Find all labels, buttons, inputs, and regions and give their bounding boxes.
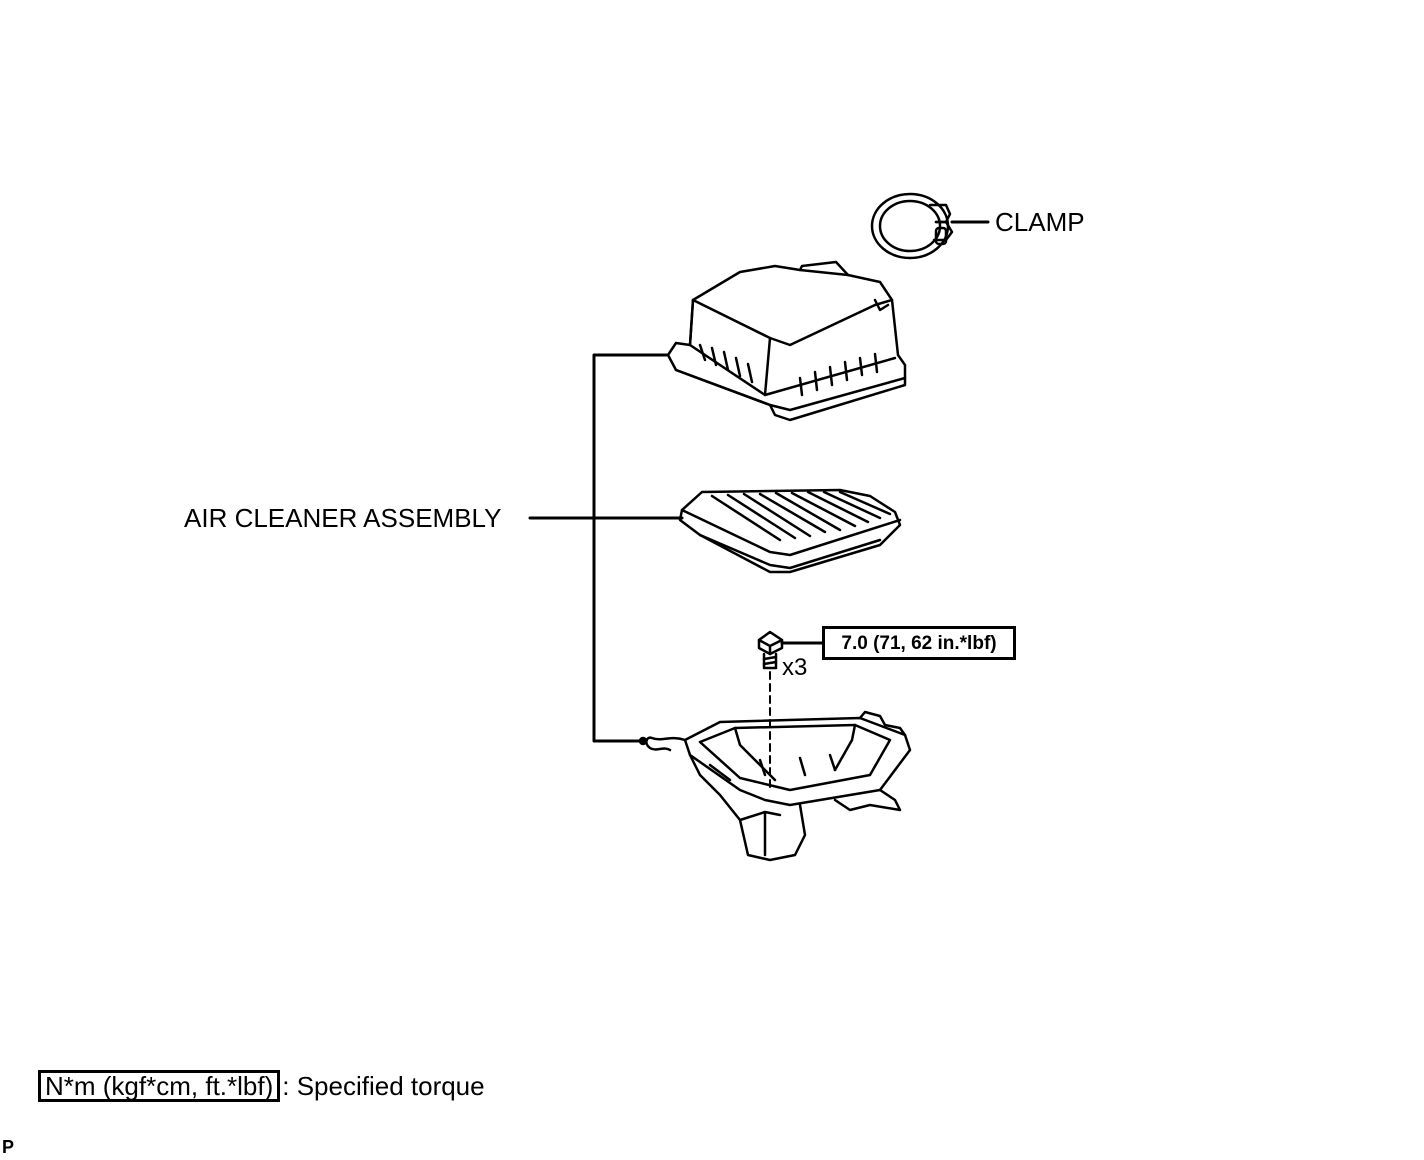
torque-units-box: N*m (kgf*cm, ft.*lbf): [38, 1070, 281, 1102]
torque-value-box: 7.0 (71, 62 in.*lbf): [822, 626, 1016, 660]
torque-legend-description: : Specified torque: [282, 1071, 485, 1101]
torque-legend: N*m (kgf*cm, ft.*lbf) : Specified torque: [38, 1070, 485, 1102]
air-cleaner-assembly-label: AIR CLEANER ASSEMBLY: [184, 503, 502, 533]
assembly-leader-lines: [528, 353, 684, 743]
air-cleaner-case-illustration: [638, 710, 912, 862]
air-cleaner-cap-illustration: [666, 260, 907, 422]
air-filter-element-illustration: [678, 488, 902, 574]
bolt-illustration: [757, 630, 824, 791]
bolt-quantity-label: x3: [782, 654, 808, 681]
corner-mark: P: [2, 1137, 15, 1157]
clamp-label: CLAMP: [995, 207, 1085, 237]
hose-clamp-illustration: [870, 192, 990, 260]
